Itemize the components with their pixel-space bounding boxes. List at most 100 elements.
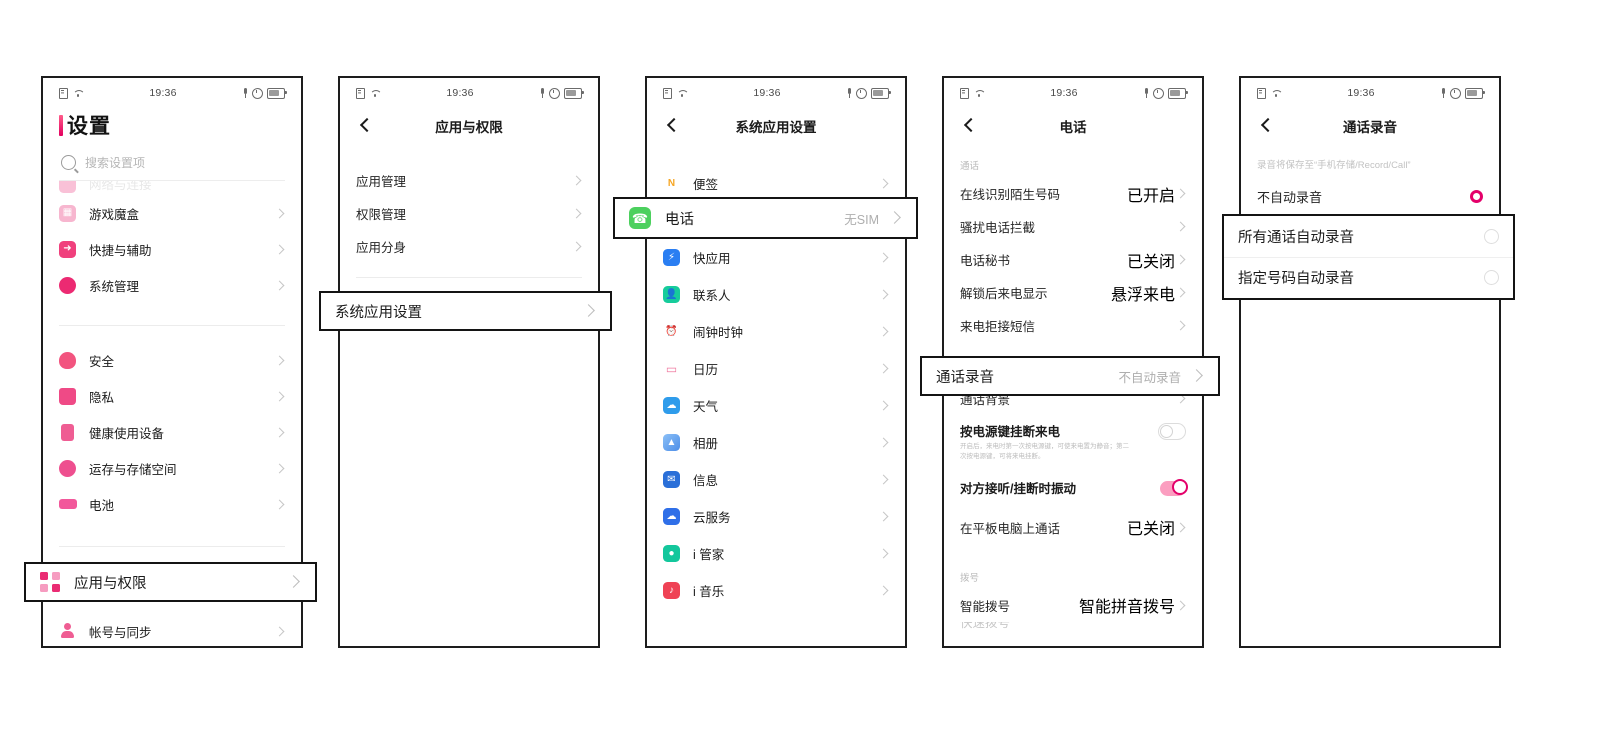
chevron-right-icon: [274, 391, 285, 402]
chevron-right-icon: [878, 363, 889, 374]
wifi-icon: [974, 89, 984, 97]
sim-icon: [59, 87, 68, 99]
list-item-label: 应用管理: [356, 175, 407, 189]
battery-icon: [1465, 87, 1485, 99]
list-item-notes[interactable]: N 便签: [647, 165, 905, 202]
sidebar-item-system-manage[interactable]: 系统管理: [43, 267, 301, 303]
vibrate-title: 对方接听/挂断时振动: [960, 481, 1076, 496]
list-item-unlocked-incoming-call-display[interactable]: 解锁后来电显示 悬浮来电: [944, 276, 1202, 309]
list-item-label: 来电拒接短信: [960, 320, 1036, 334]
phone-handset-glyph: ☎: [631, 210, 649, 226]
radio-unselected-icon[interactable]: [1484, 228, 1499, 244]
callout-label: 指定号码自动录音: [1238, 271, 1354, 288]
radio-option-label: 不自动录音: [1257, 189, 1323, 205]
list-item-spam-block[interactable]: 骚扰电话拦截: [944, 210, 1202, 243]
sidebar-item-battery[interactable]: 电池: [43, 486, 301, 522]
list-item-call-on-tablet[interactable]: 在平板电脑上通话 已关闭: [944, 511, 1202, 544]
search-placeholder: 搜索设置项: [85, 156, 146, 170]
list-item-app-management[interactable]: 应用管理: [340, 164, 598, 197]
list-item-label: 天气: [693, 400, 719, 414]
sidebar-item-digital-wellbeing[interactable]: 健康使用设备: [43, 414, 301, 450]
list-item-online-caller-id[interactable]: 在线识别陌生号码 已开启: [944, 177, 1202, 210]
radio-unselected-icon[interactable]: [1484, 270, 1499, 286]
list-item-clock[interactable]: ⏰ 闹钟时钟: [647, 313, 905, 350]
list-item-messages[interactable]: ✉ 信息: [647, 461, 905, 498]
list-item-gallery[interactable]: ▲ 相册: [647, 424, 905, 461]
callout-call-recording[interactable]: 通话录音 不自动录音: [920, 356, 1220, 396]
list-item-permission-management[interactable]: 权限管理: [340, 197, 598, 230]
digital-wellbeing-icon: [61, 423, 74, 441]
sim-icon: [356, 87, 365, 99]
callout-recording-options[interactable]: 所有通话自动录音 指定号码自动录音: [1222, 214, 1515, 300]
alarm-clock-glyph: ⏰: [665, 325, 678, 337]
sidebar-item-shortcut-assist[interactable]: ➜ 快捷与辅助: [43, 231, 301, 267]
list-item-call-background[interactable]: 通话背景: [944, 382, 1202, 415]
list-item-partial-bottom[interactable]: 快速拨号: [944, 622, 1202, 632]
chevron-right-icon: [571, 241, 582, 252]
list-item-label: 联系人: [693, 289, 731, 303]
chevron-right-icon: [878, 585, 889, 596]
callout-value: 不自动录音: [1118, 370, 1181, 385]
callout-option-all-calls[interactable]: 所有通话自动录音: [1224, 216, 1513, 257]
callout-apps-permissions[interactable]: 应用与权限: [24, 562, 317, 602]
phone-screen-apps-permissions: 19:36 应用与权限 应用管理 权限管理 应用分身 系统应用设置: [338, 76, 600, 648]
wifi-icon: [677, 89, 687, 97]
list-item-weather[interactable]: ☁ 天气: [647, 387, 905, 424]
list-item-i-manager[interactable]: ● i 管家: [647, 535, 905, 572]
callout-system-app-settings[interactable]: 系统应用设置: [319, 291, 612, 331]
status-bar-right: [243, 87, 287, 99]
partial-label: 网络与连接: [89, 181, 152, 192]
list-item-contacts[interactable]: 👤 联系人: [647, 276, 905, 313]
phone-screen-settings-home: 19:36 设置 搜索设置项 网络与连接 ▦ 游戏魔盒: [41, 76, 303, 648]
sim-icon: [663, 87, 672, 99]
radio-selected-icon[interactable]: [1470, 189, 1483, 203]
system-manage-icon: [59, 276, 76, 294]
mountain-glyph: ▲: [666, 436, 677, 448]
mute-icon: [847, 88, 852, 98]
list-item-power-key-hangup[interactable]: 按电源键挂断来电 开启后，来电时第一次按电源键，可使来电置为静音；第二次按电源键…: [944, 415, 1202, 468]
sidebar-item-storage[interactable]: 运存与存储空间: [43, 450, 301, 486]
list-item-partial[interactable]: 网络与连接: [43, 181, 301, 195]
group-divider: [59, 546, 285, 547]
list-item-vibrate-on-answer[interactable]: 对方接听/挂断时振动: [944, 468, 1202, 507]
nav-title: 应用与权限: [435, 120, 503, 135]
callout-option-specific-number[interactable]: 指定号码自动录音: [1224, 256, 1513, 299]
list-item-reject-with-sms[interactable]: 来电拒接短信: [944, 309, 1202, 342]
callout-phone-app[interactable]: ☎ 电话 无SIM: [613, 197, 918, 239]
callout-label: 应用与权限: [74, 575, 147, 592]
status-bar-left: [960, 87, 984, 99]
status-bar: 19:36: [647, 78, 905, 104]
sidebar-item-game-box[interactable]: ▦ 游戏魔盒: [43, 195, 301, 231]
battery-icon: [1168, 87, 1188, 99]
radio-option-no-auto-record[interactable]: 不自动录音: [1241, 181, 1499, 211]
alarm-icon: [549, 87, 560, 99]
callout-label: 电话: [665, 211, 694, 228]
search-input[interactable]: 搜索设置项: [43, 152, 301, 180]
status-bar: 19:36: [944, 78, 1202, 104]
list-item-label: 闹钟时钟: [693, 326, 744, 340]
chevron-right-icon: [878, 548, 889, 559]
phone-icon: ☎: [629, 207, 651, 229]
sidebar-item-account-sync[interactable]: 帐号与同步: [43, 613, 301, 646]
vibrate-toggle[interactable]: [1160, 479, 1188, 496]
chevron-right-icon: [888, 211, 902, 225]
list-item-i-music[interactable]: ♪ i 音乐: [647, 572, 905, 609]
account-sync-icon: [59, 622, 76, 640]
list-item-cloud-service[interactable]: ☁ 云服务: [647, 498, 905, 535]
sidebar-item-privacy[interactable]: 隐私: [43, 378, 301, 414]
list-item-label: 应用分身: [356, 241, 407, 255]
list-item-label: 通话背景: [960, 393, 1011, 407]
list-item-smart-dial[interactable]: 智能拨号 智能拼音拨号: [944, 589, 1202, 622]
list-item-phone-secretary[interactable]: 电话秘书 已关闭: [944, 243, 1202, 276]
search-divider: [59, 180, 285, 181]
list-item-calendar[interactable]: ▭ 日历: [647, 350, 905, 387]
list-item-quick-app[interactable]: ⚡ 快应用: [647, 239, 905, 276]
power-key-hangup-toggle[interactable]: [1158, 423, 1186, 440]
list-item-label: 骚扰电话拦截: [960, 221, 1036, 235]
chevron-right-icon: [571, 175, 582, 186]
music-note-glyph: ♪: [669, 584, 674, 596]
chevron-right-icon: [274, 244, 285, 255]
sidebar-item-security[interactable]: 安全: [43, 342, 301, 378]
list-item-app-clone[interactable]: 应用分身: [340, 230, 598, 263]
cloud-service-icon: ☁: [663, 508, 680, 525]
